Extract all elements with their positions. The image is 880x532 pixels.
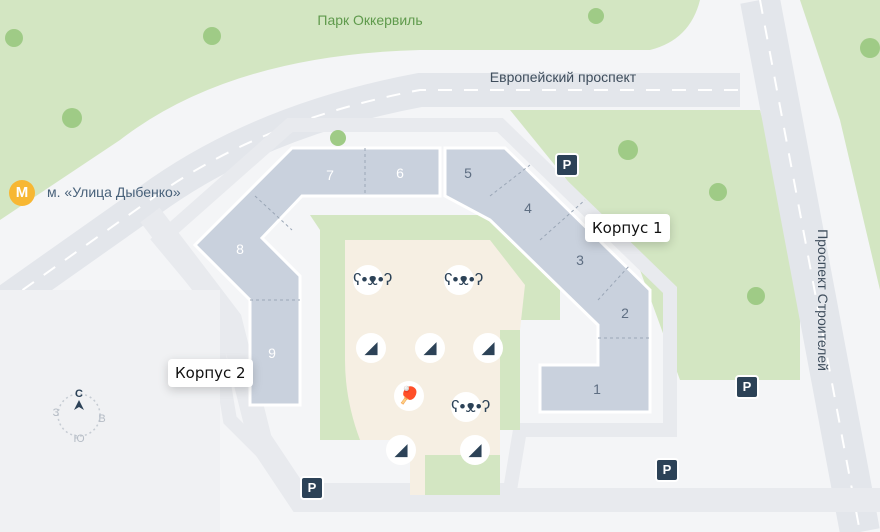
parking-icon[interactable]: P (300, 476, 324, 500)
north-arrow-icon (74, 400, 84, 410)
compass-east: В (98, 413, 105, 425)
section-3: 3 (576, 252, 584, 268)
slide-icon[interactable]: ◢ (386, 435, 416, 465)
compass-north: С (75, 388, 83, 400)
section-dividers (250, 148, 650, 339)
korpus-2-label[interactable]: Корпус 2 (168, 359, 253, 387)
playground-bear-icon[interactable]: ʕ•ᴥ•ʔ (444, 265, 483, 295)
slide-icon[interactable]: ◢ (356, 333, 386, 363)
section-1: 1 (593, 381, 601, 397)
trees (5, 8, 880, 305)
avenue-north-label: Европейский проспект (490, 69, 637, 85)
section-9: 9 (268, 345, 276, 361)
section-7: 7 (326, 167, 334, 183)
parking-icon[interactable]: P (555, 153, 579, 177)
metro-label[interactable]: м. «Улица Дыбенко» (47, 184, 181, 200)
section-6: 6 (396, 165, 404, 181)
section-5: 5 (464, 165, 472, 181)
parking-icon[interactable]: P (735, 375, 759, 399)
avenue-east-label: Проспект Строителей (815, 229, 831, 371)
compass-south: Ю (73, 433, 84, 445)
park-area (0, 0, 700, 220)
section-2: 2 (621, 305, 629, 321)
green-area-east (510, 110, 800, 380)
parking-icon[interactable]: P (655, 458, 679, 482)
playground-bear-icon[interactable]: ʕ•ᴥ•ʔ (451, 392, 490, 422)
table-tennis-icon[interactable]: 🏓 (394, 381, 424, 411)
korpus-1-label[interactable]: Корпус 1 (585, 214, 670, 242)
building-korpus-1[interactable] (443, 146, 652, 414)
compass-west: З (53, 407, 60, 419)
playground-bear-icon[interactable]: ʕ•ᴥ•ʔ (353, 265, 392, 295)
lot-southwest (0, 290, 220, 532)
park-label: Парк Оккервиль (317, 12, 422, 28)
compass: С В Ю З (53, 388, 106, 445)
slide-icon[interactable]: ◢ (460, 435, 490, 465)
section-4: 4 (524, 200, 532, 216)
road-stroiteley-dash (759, 0, 861, 532)
courtyard-plaza (345, 240, 525, 495)
slide-icon[interactable]: ◢ (473, 333, 503, 363)
green-area-far-east (800, 0, 880, 290)
section-8: 8 (236, 241, 244, 257)
slide-icon[interactable]: ◢ (415, 333, 445, 363)
building-korpus-2[interactable] (192, 146, 442, 407)
metro-icon: M (9, 180, 35, 206)
